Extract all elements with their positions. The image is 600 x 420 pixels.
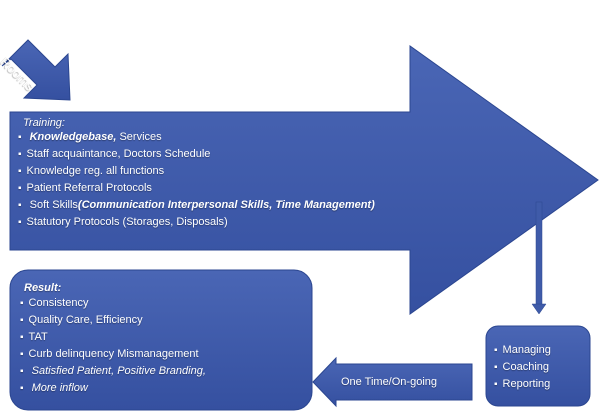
training-item-text: Statutory Protocols (Storages, Disposals…: [26, 216, 228, 228]
result-title: Result:: [24, 282, 62, 294]
managing-item-text: Managing: [502, 344, 551, 356]
result-item-text: Curb delinquency Mismanagement: [28, 348, 199, 360]
result-item: Quality Care, Efficiency: [20, 312, 206, 329]
managing-item: Managing: [494, 342, 551, 359]
return-label: One Time/On-going: [341, 376, 437, 388]
result-item: Consistency: [20, 295, 206, 312]
result-item-text: More inflow: [31, 382, 88, 394]
return-label-text: One Time/On-going: [341, 376, 437, 388]
managing-item-text: Coaching: [502, 361, 550, 373]
managing-content: Managing Coaching Reporting: [494, 342, 551, 393]
training-item-bold: (Communication Interpersonal Skills, Tim…: [77, 199, 375, 211]
training-item-text: Staff acquaintance, Doctors Schedule: [26, 148, 211, 160]
down-arrow-shaft: [535, 201, 543, 307]
managing-item-text: Reporting: [502, 378, 551, 390]
result-item-continued: More inflow: [20, 380, 206, 397]
training-title: Training:: [23, 117, 65, 129]
result-item-text: Satisfied Patient, Positive Branding,: [31, 365, 206, 377]
training-item-bold: Knowledgebase,: [29, 131, 117, 143]
result-item-text: Consistency: [28, 297, 89, 309]
training-item-text: Services: [116, 131, 162, 143]
managing-list: Managing Coaching Reporting: [494, 342, 551, 393]
training-item: Knowledge reg. all functions: [18, 163, 375, 180]
result-list: Consistency Quality Care, Efficiency TAT…: [20, 295, 206, 397]
training-item: Staff acquaintance, Doctors Schedule: [18, 146, 375, 163]
result-item: TAT: [20, 329, 206, 346]
result-item: Satisfied Patient, Positive Branding,: [20, 363, 206, 380]
result-item-text: TAT: [28, 331, 48, 343]
training-item-text: Soft Skills: [29, 199, 78, 211]
training-item: Statutory Protocols (Storages, Disposals…: [18, 214, 375, 231]
training-item: Patient Referral Protocols: [18, 180, 375, 197]
down-arrow-head: [531, 303, 547, 315]
training-content: Training: Knowledgebase, Services Staff …: [18, 117, 375, 231]
training-item: Knowledgebase, Services: [18, 129, 375, 146]
training-item: Soft Skills(Communication Interpersonal …: [18, 197, 375, 214]
managing-item: Coaching: [494, 359, 551, 376]
result-item-text: Quality Care, Efficiency: [28, 314, 143, 326]
return-arrow: [312, 356, 473, 408]
rooms-arrow: [1, 39, 71, 101]
training-item-text: Knowledge reg. all functions: [26, 165, 165, 177]
result-item: Curb delinquency Mismanagement: [20, 346, 206, 363]
managing-item: Reporting: [494, 376, 551, 393]
training-list: Knowledgebase, Services Staff acquaintan…: [18, 129, 375, 231]
result-content: Result: Consistency Quality Care, Effici…: [20, 282, 206, 397]
training-item-text: Patient Referral Protocols: [26, 182, 152, 194]
